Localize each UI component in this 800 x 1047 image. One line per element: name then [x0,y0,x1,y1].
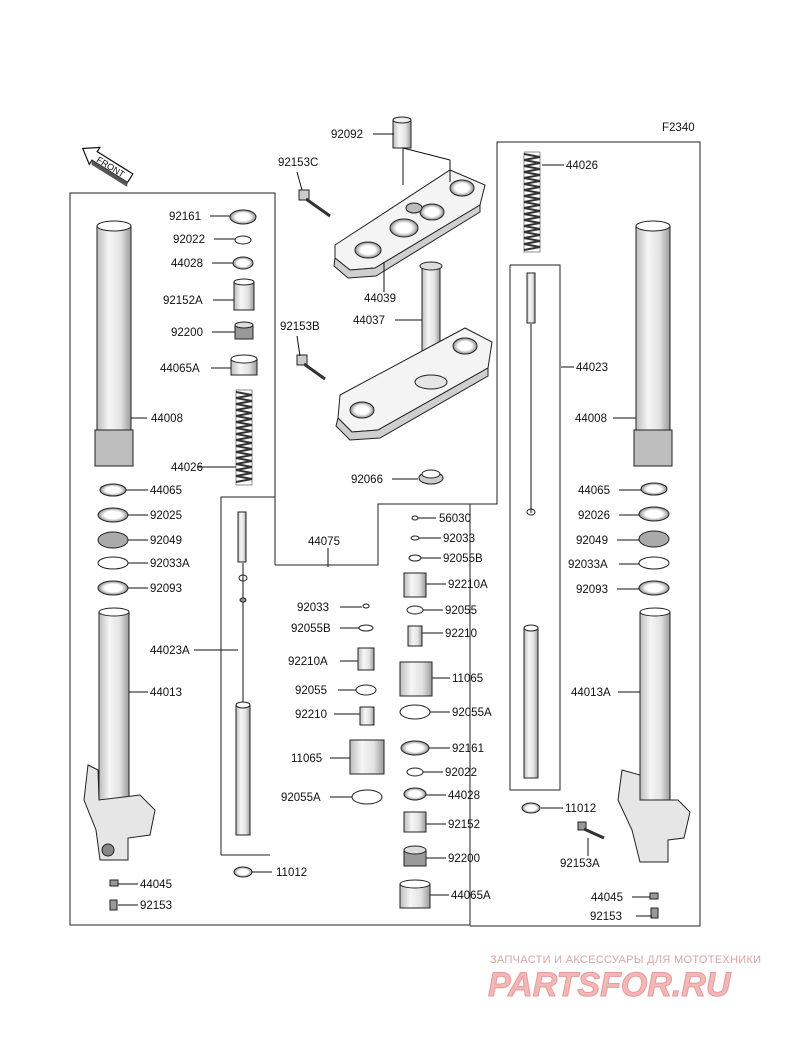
callout-92022-left: 92022 [173,234,205,246]
callout-92200-mid: 92200 [448,853,480,865]
center-rod-box [509,264,561,791]
left-damper-rod-44023a [233,511,253,878]
callout-44045-right: 44045 [591,892,623,904]
callout-92033a-left: 92033A [150,558,190,570]
callout-44026-top: 44026 [566,160,598,172]
left-group-box [69,192,471,926]
callout-92093-left: 92093 [150,583,182,595]
handlebar-plug [392,116,412,149]
right-inner-tube-44013a [617,607,691,863]
right-fork-spring-44026 [523,151,541,253]
right-caliper-bolt-icon [577,821,605,840]
callout-44028-mid: 44028 [448,790,480,802]
steering-stem-assembly [335,261,493,441]
callout-44065-left: 44065 [150,485,182,497]
callout-92210-mid: 92210 [445,628,477,640]
callout-44013: 44013 [150,687,182,699]
watermark: ЗАПЧАСТИ И АКСЕССУАРЫ ДЛЯ МОТОТЕХНИКИ PA… [488,954,762,1005]
callout-56030: 56030 [439,513,471,525]
callout-92152-mid: 92152 [448,819,480,831]
callout-92153-right: 92153 [590,911,622,923]
callout-44008-left: 44008 [151,413,183,425]
center-subgroup-box [220,496,275,855]
callout-92092: 92092 [331,129,363,141]
upper-triple-clamp [333,169,486,279]
callout-92055-center: 92055 [295,685,327,697]
left-upper-parts [229,209,258,376]
left-outer-tube-44008 [94,220,134,467]
callout-92026-right: 92026 [578,510,610,522]
callout-44013a: 44013A [571,687,611,699]
callout-44045-left: 44045 [140,879,172,891]
leader-lines [118,133,652,917]
right-group-box [378,141,701,927]
callout-92033a-right: 92033A [568,559,608,571]
stem-nut-92066 [418,469,444,485]
callout-92210a-mid: 92210A [448,579,488,591]
watermark-brand: PARTSFOR.RU [488,966,732,1004]
bolt-92153b-icon [296,354,326,381]
callout-44075: 44075 [308,536,340,548]
callout-44065a-left: 44065A [160,363,200,375]
center-right-damper-parts [399,515,433,909]
callout-44028-left: 44028 [171,258,203,270]
callout-92055a-center: 92055A [281,792,321,804]
callout-92066: 92066 [351,474,383,486]
callout-92161-mid: 92161 [452,743,484,755]
callout-92025: 92025 [150,510,182,522]
right-seal-stack [638,482,670,596]
callout-11012-center: 11012 [276,867,307,879]
callout-92153-left: 92153 [140,900,172,912]
right-outer-tube-44008 [633,220,673,467]
bolt-92153c-icon [298,189,331,218]
callout-92022-mid: 92022 [445,767,477,779]
left-axle-bolts [109,879,119,911]
callout-44039: 44039 [364,293,396,305]
callout-44026-left: 44026 [171,462,203,474]
callout-92153c: 92153C [278,157,318,169]
callout-92161-left: 92161 [169,211,201,223]
watermark-tagline: ЗАПЧАСТИ И АКСЕССУАРЫ ДЛЯ МОТОТЕХНИКИ [490,954,761,966]
front-arrow-icon: FRONT [81,146,134,187]
callout-92210a-center: 92210A [288,656,328,668]
left-inner-tube-44013 [83,607,156,861]
center-left-damper-parts [349,603,385,805]
figure-code: F2340 [662,122,695,134]
callout-44065-right: 44065 [578,485,610,497]
left-fork-spring-44026 [235,389,253,486]
callout-44023a: 44023A [150,645,190,657]
callout-92055b-mid: 92055B [443,553,483,565]
left-seal-stack [97,483,129,596]
callout-11065-mid: 11065 [452,673,483,685]
callout-92049-right: 92049 [576,535,608,547]
callout-44023: 44023 [576,362,608,374]
callout-44008-right: 44008 [575,413,607,425]
callout-92210-center: 92210 [295,709,327,721]
callout-11012-right: 11012 [565,803,596,815]
callout-44065a-mid: 44065A [451,890,491,902]
callout-92153b: 92153B [280,321,320,333]
callout-92055a-mid: 92055A [452,707,492,719]
callout-92049-left: 92049 [150,535,182,547]
callout-92200-left: 92200 [171,327,203,339]
callout-92055-mid: 92055 [445,605,477,617]
callout-labels: 92092 92153C 44039 92153B 44037 92066 44… [140,129,623,923]
callout-92055b-center: 92055B [291,623,331,635]
right-axle-bolts [649,892,659,919]
callout-92093-right: 92093 [576,584,608,596]
right-damper-rod-44023 [521,272,541,814]
callout-92153a: 92153A [560,858,600,870]
callout-92033-mid: 92033 [443,533,475,545]
callout-92033-center: 92033 [297,602,329,614]
callout-11065-center: 11065 [291,753,322,765]
callout-92152a: 92152A [163,295,203,307]
callout-44037: 44037 [353,315,385,327]
